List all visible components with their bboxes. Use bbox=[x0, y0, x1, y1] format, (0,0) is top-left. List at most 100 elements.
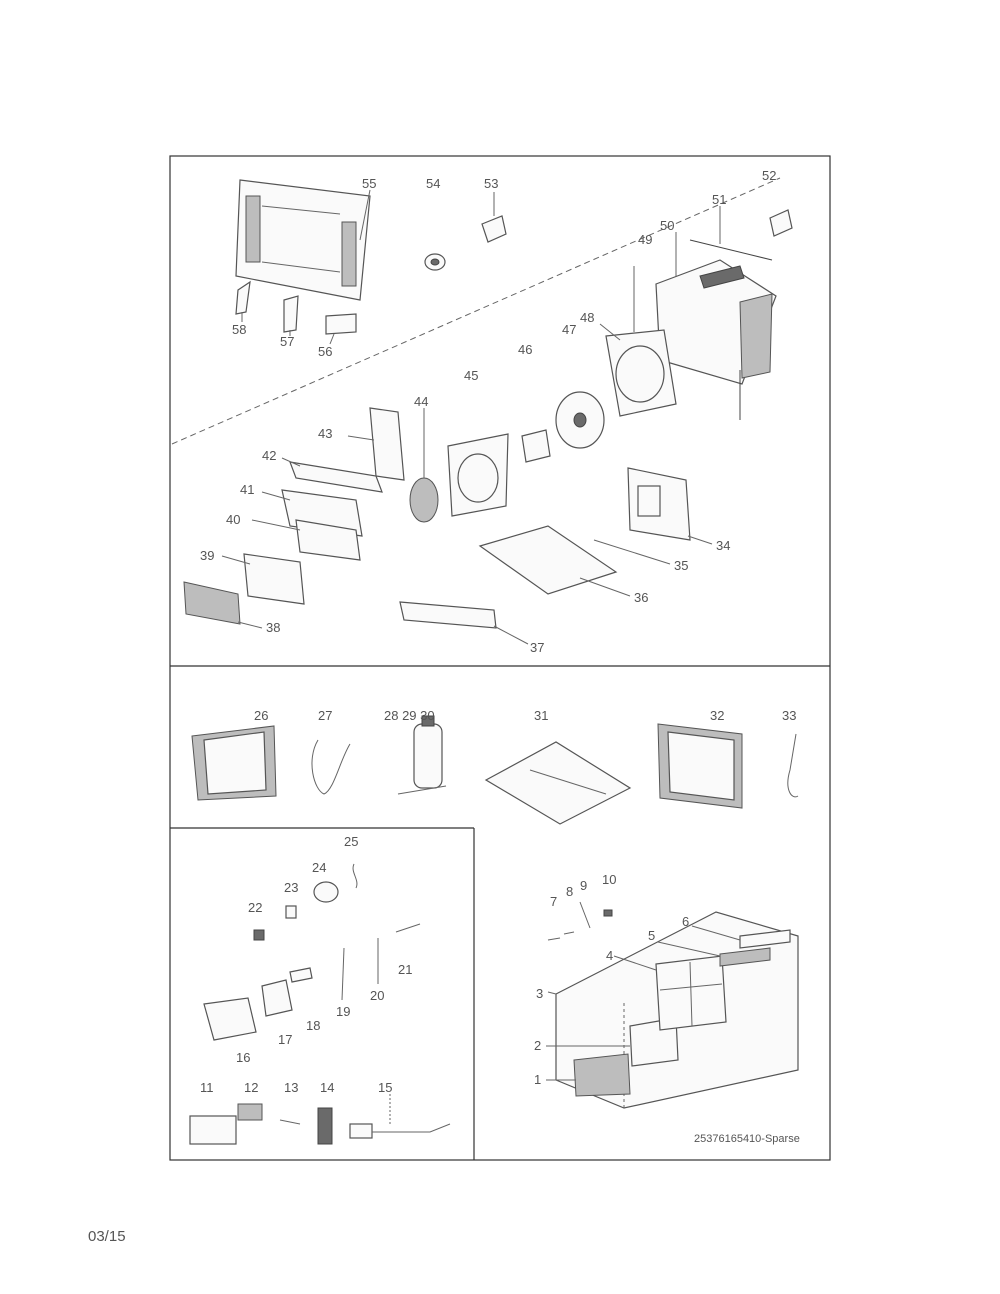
callout-27: 27 bbox=[318, 708, 332, 723]
electrical-group bbox=[189, 863, 451, 1145]
callout-52: 52 bbox=[762, 168, 776, 183]
callout-39: 39 bbox=[200, 548, 214, 563]
callout-16: 16 bbox=[236, 1050, 250, 1065]
part-1-grille bbox=[573, 1053, 631, 1097]
callout-33: 33 bbox=[782, 708, 796, 723]
callout-34: 34 bbox=[716, 538, 730, 553]
part-fan-shroud-ring bbox=[457, 453, 499, 503]
callout-11: 11 bbox=[200, 1080, 214, 1095]
callout-4: 4 bbox=[606, 948, 613, 963]
part-8-screw bbox=[563, 931, 575, 935]
part-front-panel bbox=[235, 179, 371, 301]
leader-40 bbox=[251, 519, 301, 531]
part-26-evaporator-face bbox=[203, 731, 267, 795]
part-14-switch bbox=[317, 1107, 333, 1145]
part-cabinet-top-vent bbox=[699, 265, 745, 289]
part-36-base-pan bbox=[478, 525, 618, 595]
part-4-panel-grid-v bbox=[689, 961, 693, 1027]
part-19-rod bbox=[341, 947, 345, 1001]
part-46-blower-hub bbox=[573, 412, 587, 428]
leader-41 bbox=[261, 491, 291, 501]
page-date-code: 03/15 bbox=[88, 1228, 126, 1245]
part-23-knob bbox=[285, 905, 297, 919]
front-panel-inner-line bbox=[261, 205, 341, 215]
callout-49: 49 bbox=[638, 232, 652, 247]
part-56-plate bbox=[325, 313, 357, 335]
part-38-coil bbox=[183, 581, 241, 625]
callout-13: 13 bbox=[284, 1080, 298, 1095]
part-52-label bbox=[769, 209, 793, 237]
callout-57: 57 bbox=[280, 334, 294, 349]
callout-2: 2 bbox=[534, 1038, 541, 1053]
front-assembly-group bbox=[546, 901, 799, 1109]
callout-53: 53 bbox=[484, 176, 498, 191]
callout-54: 54 bbox=[426, 176, 440, 191]
part-31-inner-line bbox=[529, 769, 607, 795]
part-48-orifice-ring bbox=[615, 345, 665, 403]
callout-22: 22 bbox=[248, 900, 262, 915]
refrigeration-group bbox=[191, 715, 799, 825]
part-32-condenser-face bbox=[667, 731, 735, 801]
leader-56 bbox=[329, 333, 335, 345]
callout-19: 19 bbox=[336, 1004, 350, 1019]
part-29-line bbox=[397, 785, 447, 795]
part-42-duct bbox=[289, 461, 383, 493]
part-33-tube bbox=[787, 733, 799, 798]
leader-34 bbox=[687, 535, 713, 545]
callout-12: 12 bbox=[244, 1080, 258, 1095]
part-24-capacitor bbox=[313, 881, 339, 903]
leader-43 bbox=[347, 435, 375, 441]
part-44-fan bbox=[409, 477, 439, 523]
callout-55: 55 bbox=[362, 176, 376, 191]
callout-25: 25 bbox=[344, 834, 358, 849]
part-58-bracket bbox=[235, 280, 251, 315]
callout-24: 24 bbox=[312, 860, 326, 875]
callout-9: 9 bbox=[580, 878, 587, 893]
part-11-board bbox=[189, 1115, 237, 1145]
callout-3: 3 bbox=[536, 986, 543, 1001]
leader-6 bbox=[691, 925, 741, 941]
callout-41: 41 bbox=[240, 482, 254, 497]
part-27-tube bbox=[311, 739, 351, 795]
part-57-bracket bbox=[283, 295, 299, 333]
leader-4 bbox=[613, 955, 657, 971]
callout-23: 23 bbox=[284, 880, 298, 895]
callout-37: 37 bbox=[530, 640, 544, 655]
callout-14: 14 bbox=[320, 1080, 334, 1095]
part-13-pin bbox=[279, 1119, 301, 1125]
callout-56: 56 bbox=[318, 344, 332, 359]
part-39-panel bbox=[243, 553, 305, 605]
callout-8: 8 bbox=[566, 884, 573, 899]
callout-44: 44 bbox=[414, 394, 428, 409]
callout-26: 26 bbox=[254, 708, 268, 723]
part-18-clip bbox=[289, 967, 313, 983]
callout-32: 32 bbox=[710, 708, 724, 723]
section-dash-line bbox=[171, 177, 781, 445]
callout-5: 5 bbox=[648, 928, 655, 943]
part-45-motor bbox=[521, 429, 551, 463]
part-17-cover bbox=[261, 979, 293, 1017]
callout-40: 40 bbox=[226, 512, 240, 527]
callout-28-29-30: 28 29 30 bbox=[384, 708, 435, 723]
upper-leaders bbox=[221, 189, 721, 645]
part-6-logo bbox=[739, 929, 791, 949]
part-21-rod bbox=[395, 923, 421, 933]
callout-50: 50 bbox=[660, 218, 674, 233]
part-31-base bbox=[484, 741, 632, 825]
part-15-cord bbox=[372, 1123, 451, 1133]
callout-1: 1 bbox=[534, 1072, 541, 1087]
front-panel-group bbox=[235, 179, 793, 335]
callout-21: 21 bbox=[398, 962, 412, 977]
part-7-screw bbox=[547, 937, 561, 941]
callout-38: 38 bbox=[266, 620, 280, 635]
leader-48 bbox=[599, 323, 621, 341]
part-12-relay bbox=[237, 1103, 263, 1121]
part-30-cap bbox=[421, 715, 435, 727]
part-15-plug bbox=[349, 1123, 373, 1139]
part-43-bracket bbox=[369, 407, 405, 481]
callout-10: 10 bbox=[602, 872, 616, 887]
leader-35 bbox=[593, 539, 671, 565]
callout-43: 43 bbox=[318, 426, 332, 441]
callout-51: 51 bbox=[712, 192, 726, 207]
